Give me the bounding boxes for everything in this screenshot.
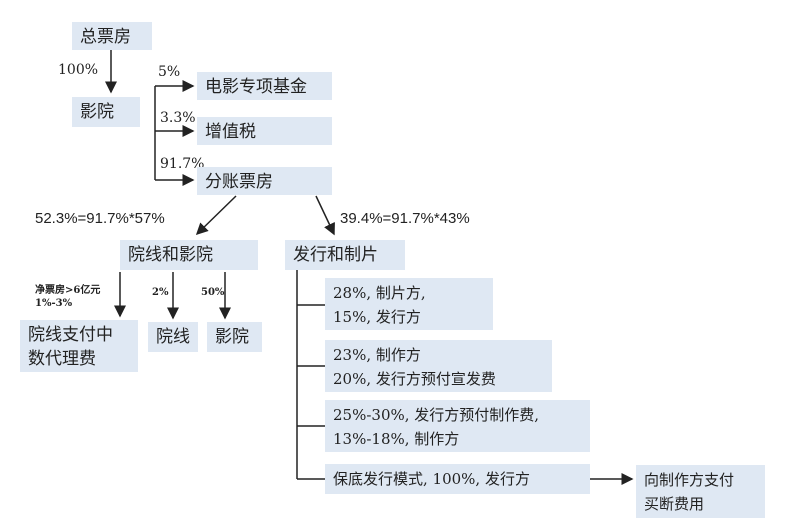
label-5: 5% xyxy=(158,64,181,80)
node-film-fund: 电影专项基金 xyxy=(197,72,332,100)
node-cinema: 影院 xyxy=(72,97,140,127)
node-chain-fee: 院线支付中数代理费 xyxy=(20,320,138,372)
option-1: 28%, 制片方, 15%, 发行方 xyxy=(325,278,493,330)
chain-fee-line1: 院线支付中 xyxy=(28,325,113,345)
label-50: 50% xyxy=(201,287,225,298)
option-2: 23%, 制作方 20%, 发行方预付宣发费 xyxy=(325,340,552,392)
node-chain-and-cinema: 院线和影院 xyxy=(120,240,258,270)
node-cinema-2: 影院 xyxy=(207,322,262,352)
option-4: 保底发行模式, 100%, 发行方 xyxy=(325,464,590,494)
node-chain: 院线 xyxy=(148,322,198,352)
label-2: 2% xyxy=(152,287,169,298)
option-3: 25%-30%, 发行方预付制作费, 13%-18%, 制作方 xyxy=(325,400,590,452)
label-net-line1: 净票房>6亿元 xyxy=(35,285,101,296)
option-1-line2: 15%, 发行方 xyxy=(333,308,421,326)
label-3-3: 3.3% xyxy=(160,110,196,126)
option-3-line2: 13%-18%, 制作方 xyxy=(333,430,460,448)
node-split-box-office: 分账票房 xyxy=(197,167,332,195)
label-net-box-office: 净票房>6亿元 1%-3% xyxy=(35,284,100,310)
label-100: 100% xyxy=(58,62,99,78)
option-2-line1: 23%, 制作方 xyxy=(333,346,421,364)
option-1-line1: 28%, 制片方, xyxy=(333,284,426,302)
label-right-split: 39.4%=91.7%*43% xyxy=(340,210,470,227)
option-3-line1: 25%-30%, 发行方预付制作费, xyxy=(333,406,540,424)
label-91-7: 91.7% xyxy=(160,156,205,172)
label-left-split: 52.3%=91.7%*57% xyxy=(35,210,165,227)
buyout-line1: 向制作方支付 xyxy=(644,471,735,489)
label-net-line2: 1%-3% xyxy=(35,298,73,309)
option-2-line2: 20%, 发行方预付宣发费 xyxy=(333,370,496,388)
chain-fee-line2: 数代理费 xyxy=(28,349,96,369)
node-distribution-production: 发行和制片 xyxy=(285,240,405,270)
node-total-box-office: 总票房 xyxy=(72,22,152,50)
node-buyout: 向制作方支付买断费用 xyxy=(636,465,765,518)
node-vat: 增值税 xyxy=(197,117,332,145)
buyout-line2: 买断费用 xyxy=(644,495,705,513)
